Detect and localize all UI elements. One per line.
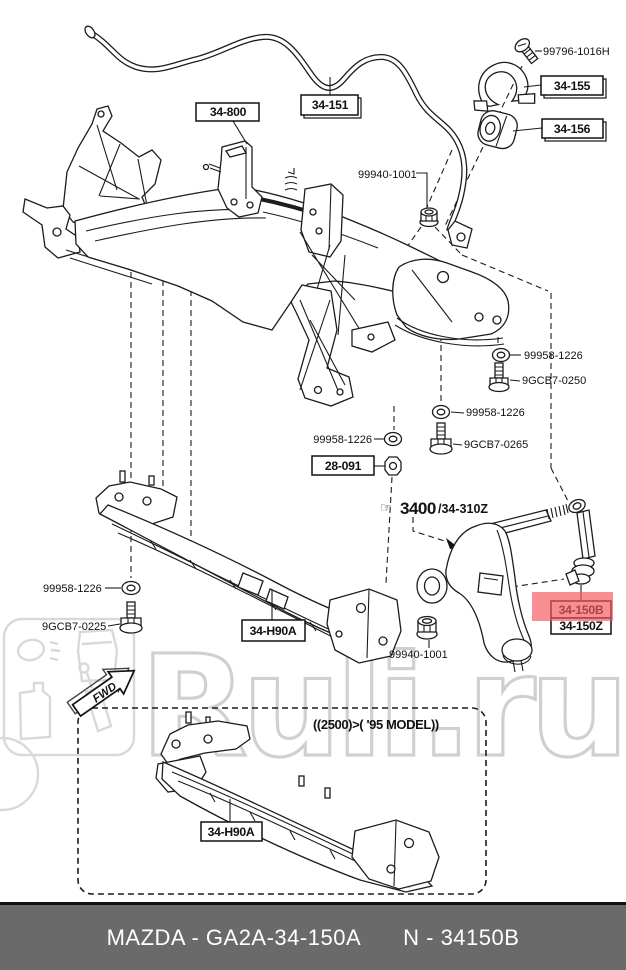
- label-box-34-h90a-lower: [200, 821, 263, 842]
- stabilizer-bar: [84, 25, 473, 249]
- label-box-34-151: [300, 94, 359, 116]
- pn-99940-1001-top: 99940-1001: [358, 169, 417, 181]
- variant-dashed-box: [77, 707, 487, 895]
- label-box-34-155: [540, 75, 604, 96]
- ref-suffix: /34-310Z: [438, 502, 488, 516]
- stabilizer-link: [565, 498, 596, 586]
- screw-99796-icon: [514, 38, 539, 65]
- washer-left-icon: [121, 580, 141, 596]
- label-34-155: 34-155: [554, 79, 591, 93]
- label-34-156: 34-156: [554, 122, 591, 136]
- pn-99958-1226-left: 99958-1226: [43, 583, 102, 595]
- pn-9GCB7-0250: 9GCB7-0250: [522, 375, 586, 387]
- rear-crossmember-upper: [95, 470, 402, 664]
- nut-99940-top-icon: [419, 207, 439, 228]
- washer-center-icon: [383, 431, 403, 447]
- footer-catalog-number: MAZDA - GA2A-34-150A: [106, 924, 362, 950]
- highlighted-label-group: 34-150B 34-150Z: [532, 592, 613, 635]
- manicule-icon: ☞: [380, 500, 392, 515]
- boxed-labels: 34-800 34-151 34-155 34-156 28-091 34-H9…: [195, 75, 607, 842]
- control-arm: [416, 503, 569, 673]
- footer-part-number: N - 34150B: [403, 924, 520, 950]
- parts-diagram: Ruli.ru: [0, 25, 626, 895]
- leader-lines: [105, 50, 582, 822]
- reference-3400: ☞ 3400 /34-310Z: [380, 499, 488, 518]
- bolt-0265-icon: [429, 422, 453, 455]
- washer-mid-icon: [431, 404, 451, 420]
- watermark-logo: [0, 617, 136, 812]
- pn-99958-1226-center: 99958-1226: [313, 434, 372, 446]
- label-34-h90a-lower: 34-H90A: [208, 825, 255, 839]
- pn-9GCB7-0225: 9GCB7-0225: [42, 621, 106, 633]
- nut-99940-arm-icon: [416, 615, 438, 640]
- highlight-overlay: [532, 592, 613, 621]
- footer-separator: [0, 902, 626, 905]
- label-box-34-156: [541, 118, 604, 139]
- bushing-34-156-icon: [477, 110, 518, 150]
- rear-crossmember-lower: [155, 711, 440, 893]
- footer-bar: MAZDA - GA2A-34-150A N - 34150B: [0, 905, 626, 970]
- washer-right-icon: [491, 347, 511, 363]
- label-box-34-h90a-upper: [241, 619, 306, 642]
- fwd-arrow: FWD: [66, 667, 136, 718]
- label-34-h90a-upper: 34-H90A: [250, 624, 297, 638]
- label-34-151: 34-151: [312, 98, 349, 112]
- bolt-0225-icon: [119, 601, 143, 634]
- pn-99958-1226-right: 99958-1226: [524, 350, 583, 362]
- label-box-34-800: [195, 102, 260, 122]
- bolt-0250-icon: [488, 362, 510, 393]
- ref-group-number: 3400: [400, 499, 436, 518]
- nut-28-091-icon: [384, 456, 402, 476]
- label-34-800: 34-800: [210, 105, 247, 119]
- pn-99958-1226-mid: 99958-1226: [466, 407, 525, 419]
- label-box-28-091: [311, 455, 375, 476]
- front-crossmember: [22, 105, 510, 407]
- pn-99940-1001-arm: 99940-1001: [389, 649, 448, 661]
- pn-99796-1016H: 99796-1016H: [543, 46, 610, 58]
- label-28-091: 28-091: [325, 459, 362, 473]
- pn-9GCB7-0265: 9GCB7-0265: [464, 439, 528, 451]
- model-note: ((2500)>( '95 MODEL)): [313, 717, 439, 732]
- part-number-labels: 99796-1016H 99940-1001 99958-1226 9GCB7-…: [42, 46, 610, 661]
- label-34-150z: 34-150Z: [559, 619, 603, 633]
